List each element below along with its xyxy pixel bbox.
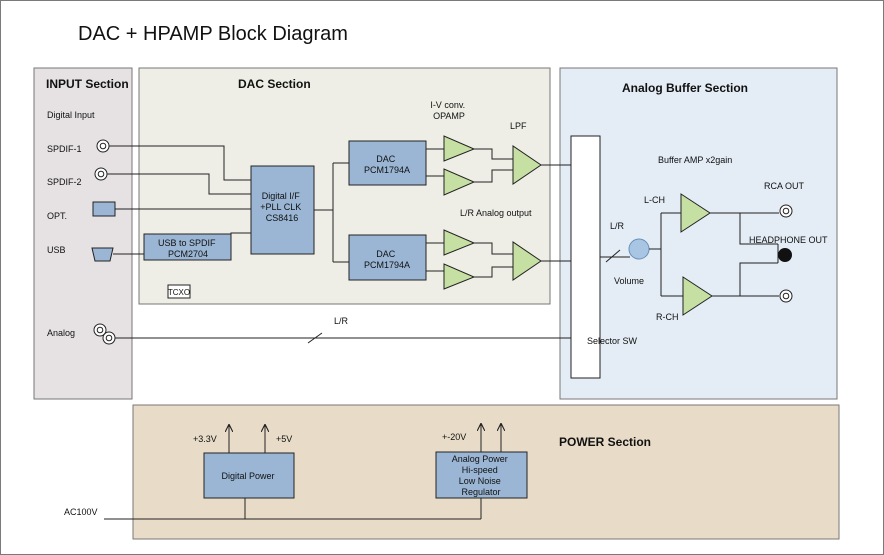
optical-connector-icon: [92, 201, 116, 217]
dac-upper-label: DAC PCM1794A: [364, 154, 410, 175]
spdif1-label: SPDIF-1: [47, 144, 82, 154]
analog-jack-icon: [93, 323, 116, 345]
spdif2-label: SPDIF-2: [47, 177, 82, 187]
selector-sw-label: Selector SW: [587, 336, 638, 346]
dac-lower-block: [348, 234, 427, 281]
lpf-opamp-upper-icon: [512, 145, 542, 185]
lr-analog-output-label: L/R Analog output: [460, 208, 532, 218]
dac-section: [138, 67, 551, 305]
rca-out-label: RCA OUT: [764, 181, 805, 191]
iv-opamp-3-icon: [443, 229, 476, 256]
analog-label: Analog: [47, 328, 75, 338]
lpf-opamp-lower-icon: [512, 241, 542, 281]
buffer-amp-rch-icon: [682, 276, 713, 316]
selector-switch: [570, 135, 601, 379]
opt-label: OPT.: [47, 211, 67, 221]
spdif2-jack-icon: [94, 167, 108, 181]
dac-section-title: DAC Section: [238, 77, 311, 91]
iv-opamp-2-icon: [443, 168, 476, 196]
usb-to-spdif-block: [143, 233, 232, 261]
diagram-title: DAC + HPAMP Block Diagram: [78, 23, 348, 45]
v33-label: +3.3V: [193, 434, 217, 444]
tcxo-label: TCXO: [168, 288, 190, 297]
iv-opamp-1-icon: [443, 135, 476, 162]
volume-knob-icon: [628, 238, 650, 260]
iv-conv-label: I-V conv. OPAMP: [430, 100, 467, 121]
v5-label: +5V: [276, 434, 292, 444]
lpf-label: LPF: [510, 121, 527, 131]
digital-input-label: Digital Input: [47, 110, 95, 120]
usb-to-spdif-label: USB to SPDIF PCM2704: [158, 238, 218, 259]
lr-volume-label: L/R: [610, 221, 625, 231]
rca-out-r-jack-icon: [779, 289, 793, 303]
buffer-amp-label: Buffer AMP x2gain: [658, 155, 732, 165]
spdif1-jack-icon: [96, 139, 110, 153]
headphone-out-label: HEADPHONE OUT: [749, 235, 828, 245]
volume-label: Volume: [614, 276, 644, 286]
digital-power-label: Digital Power: [221, 471, 274, 481]
dac-lower-label: DAC PCM1794A: [364, 249, 410, 270]
usb-label: USB: [47, 245, 66, 255]
buffer-section-title: Analog Buffer Section: [622, 81, 748, 95]
digital-if-label: Digital I/F +PLL CLK CS8416: [260, 191, 303, 223]
digital-power-block: [203, 452, 295, 499]
ac100v-label: AC100V: [64, 507, 98, 517]
headphone-jack-icon: [778, 248, 792, 262]
buffer-amp-lch-icon: [680, 193, 711, 233]
analog-power-block: [435, 451, 528, 499]
analog-power-label: Analog Power Hi-speed Low Noise Regulato…: [452, 454, 511, 497]
rca-out-l-jack-icon: [779, 204, 793, 218]
input-section: [33, 67, 133, 400]
dac-upper-block: [348, 140, 427, 186]
lr-bypass-label: L/R: [334, 316, 349, 326]
rch-label: R-CH: [656, 312, 679, 322]
analog-buffer-section: [559, 67, 838, 400]
tcxo-block: [167, 284, 191, 299]
digital-if-block: [250, 165, 315, 255]
power-section-title: POWER Section: [559, 435, 651, 449]
v20-label: +-20V: [442, 432, 466, 442]
iv-opamp-4-icon: [443, 263, 476, 290]
input-section-title: INPUT Section: [46, 77, 129, 91]
lch-label: L-CH: [644, 195, 665, 205]
usb-connector-icon: [91, 247, 114, 262]
